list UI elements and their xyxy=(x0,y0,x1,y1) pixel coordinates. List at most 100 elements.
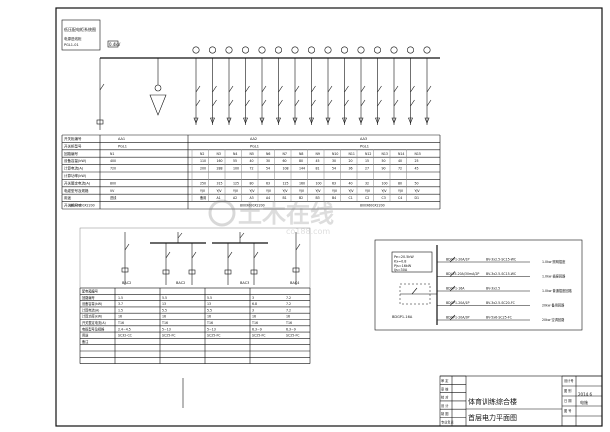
table-cell: T16 xyxy=(206,321,213,325)
breaker-contact xyxy=(410,99,415,107)
breaker-contact xyxy=(245,85,250,93)
branch-usage-label: 1.0kw 插座回路 xyxy=(542,274,566,279)
table-cell: 125 xyxy=(283,181,289,185)
row-label: 电缆型号及规格 xyxy=(64,188,89,193)
row-label: 计算电流(A) xyxy=(64,166,84,171)
branch-breaker xyxy=(188,269,196,275)
table-cell: T16 xyxy=(251,321,258,325)
table-cell: N6 xyxy=(266,152,270,156)
table-cell: 20 xyxy=(349,159,353,163)
incomer-switch xyxy=(99,83,105,91)
branch-switch xyxy=(227,251,233,259)
table-cell: 80 xyxy=(250,181,254,185)
panel-code: AA2 xyxy=(250,137,257,141)
panel-model: PGL1 xyxy=(250,144,259,148)
row-label: 计算电流(A) xyxy=(82,307,99,312)
breaker-contact xyxy=(410,85,415,93)
table-cell: 60 xyxy=(283,159,287,163)
branch-usage-label: 20kw 备用回路 xyxy=(542,303,565,308)
table-cell: YJV xyxy=(349,189,355,193)
table-cell: 7.2 xyxy=(286,308,291,312)
table-cell: 30 xyxy=(266,159,270,163)
breaker-contact xyxy=(261,99,267,107)
table-cell: N8 xyxy=(299,152,303,156)
table-cell: A4 xyxy=(266,196,270,200)
branch-breaker xyxy=(224,269,232,275)
table-cell: YJV xyxy=(365,189,371,193)
drawing-date: 2014.6 xyxy=(578,392,592,397)
table-cell: 160 xyxy=(299,181,305,185)
table-cell: T16 xyxy=(285,321,292,325)
branch-usage-label: 1.0kw 普通插座回路 xyxy=(542,288,572,293)
branch-switch xyxy=(449,300,456,306)
row-label: 配电箱编号 xyxy=(82,289,98,294)
table-cell: 63 xyxy=(266,181,270,185)
branch-cable-label: BV-5x6-SC25-FC xyxy=(486,316,513,320)
table-cell: 7.2 xyxy=(286,296,291,300)
table-cell: B4 xyxy=(332,196,336,200)
title-row-label: 审 定 xyxy=(441,378,449,383)
breaker-contact xyxy=(228,99,234,107)
main-switch-label: BDGP1-16A xyxy=(392,315,413,319)
table-cell: B2 xyxy=(299,196,303,200)
branch-breaker xyxy=(162,269,170,275)
table-cell: T16 xyxy=(117,321,124,325)
watermark: 土木在线 co188.com xyxy=(208,199,334,236)
circuit-marker xyxy=(423,46,431,54)
table-cell: 40 xyxy=(398,159,402,163)
title-row-label: 制 图 xyxy=(441,411,448,416)
ct-symbol xyxy=(358,117,364,124)
header-title: 低压配电柜系统图 xyxy=(64,26,96,32)
circuit-marker xyxy=(307,46,315,54)
table-cell: 288 xyxy=(217,167,223,171)
row-label: 计算功率(kW) xyxy=(64,173,87,178)
table-cell: 3 xyxy=(252,296,254,300)
table-cell: 250 xyxy=(200,181,206,185)
row-label: 备注 xyxy=(82,339,89,344)
breaker-contact xyxy=(228,85,234,93)
table-cell: N11 xyxy=(349,152,355,156)
table-cell: 3.7 xyxy=(118,302,123,306)
table-cell: 90 xyxy=(382,167,386,171)
table-cell: 54 xyxy=(266,167,270,171)
distribution-box-circuits xyxy=(79,227,311,289)
table-cell: 55 xyxy=(233,159,237,163)
table-cell: 125 xyxy=(233,181,239,185)
table-cell: 15 xyxy=(365,159,369,163)
table-cell: SC32-CC xyxy=(118,334,133,338)
table-cell: 45 xyxy=(415,167,419,171)
sheet-border xyxy=(55,7,603,427)
table-cell: 13 xyxy=(162,302,166,306)
branch-switch xyxy=(253,251,259,259)
panel-code: AA1 xyxy=(118,137,125,141)
table-cell: YJV xyxy=(233,189,239,193)
ct-symbol xyxy=(210,117,215,124)
table-cell: A1 xyxy=(217,196,221,200)
row-label: 设备容量(kW) xyxy=(64,158,87,163)
table-cell: SC25-FC xyxy=(207,334,221,338)
table-cell: 315 xyxy=(217,181,223,185)
table-cell: 16 xyxy=(286,315,290,319)
branch-usage-label: 20kw 空调回路 xyxy=(542,317,565,322)
breaker-contact xyxy=(426,99,432,107)
sub-switch xyxy=(239,232,245,239)
row-label: 设备容量(kW) xyxy=(82,301,102,306)
row-label: 开关整定电流(A) xyxy=(64,180,91,185)
table-cell: 3 xyxy=(252,308,254,312)
branch-cable-label: BV-3x2.5-SC15-WC xyxy=(486,272,517,276)
top-data-table: 开关柜编号开关柜型号回路编号设备容量(kW)计算电流(A)计算功率(kW)开关整… xyxy=(61,134,441,210)
table-cell: 25 xyxy=(415,159,419,163)
row-label: 开关柜尺寸 xyxy=(64,203,82,208)
bus-label-box xyxy=(107,40,119,48)
breaker-contact xyxy=(245,99,250,107)
table-cell: YJV xyxy=(250,189,256,193)
breaker-contact xyxy=(294,85,300,93)
project-name: 体育训练综合楼 xyxy=(468,397,517,406)
table-cell: 100 xyxy=(233,167,239,171)
column-label: BAC2 xyxy=(122,281,131,285)
breaker-contact xyxy=(195,99,201,107)
header-model-label: 电源进线柜 xyxy=(64,36,82,41)
table-cell: B3 xyxy=(316,196,320,200)
breaker-contact xyxy=(360,99,366,107)
